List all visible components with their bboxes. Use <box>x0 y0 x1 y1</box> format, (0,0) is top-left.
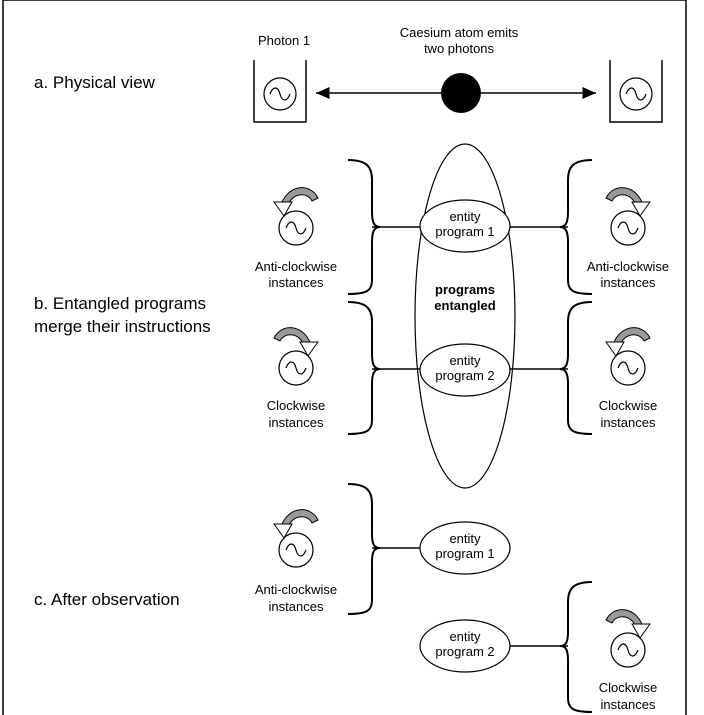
programs-entangled-line2: entangled <box>434 298 495 313</box>
section-c-label: c. After observation <box>34 590 180 609</box>
wave-circle-icon <box>610 350 646 386</box>
rotation-arrow-icon <box>273 187 319 217</box>
instances-label: instances <box>269 275 324 290</box>
rotation-arrow-icon <box>605 609 651 639</box>
atom-label-line2: two photons <box>424 41 495 56</box>
entity-program-1-line1: entity <box>449 531 481 546</box>
entity-program-1-line2: program 1 <box>435 224 494 239</box>
curly-brace-icon <box>559 301 593 435</box>
anticlockwise-label: Anti-clockwise <box>255 582 337 597</box>
wave-circle-icon <box>278 350 314 386</box>
wave-circle-icon <box>610 632 646 668</box>
wave-circle-icon <box>278 210 314 246</box>
section-b-label-line1: b. Entangled programs <box>34 294 206 313</box>
anticlockwise-instance-left <box>273 509 319 568</box>
atom-icon <box>441 73 481 113</box>
instances-label: instances <box>601 697 656 712</box>
rotation-arrow-icon <box>273 327 319 357</box>
photon-container-left <box>253 60 307 123</box>
entity-program-2-line1: entity <box>449 629 481 644</box>
clockwise-label: Clockwise <box>267 398 326 413</box>
clockwise-instance-left <box>273 327 319 386</box>
section-b-label-line2: merge their instructions <box>34 317 211 336</box>
entity-program-2-line2: program 2 <box>435 368 494 383</box>
clockwise-label: Clockwise <box>599 680 658 695</box>
atom-label-line1: Caesium atom emits <box>400 25 519 40</box>
clockwise-instance-right <box>605 609 651 668</box>
instances-label: instances <box>269 415 324 430</box>
curly-brace-icon <box>559 581 593 713</box>
curly-brace-icon <box>347 483 381 615</box>
programs-entangled-line1: programs <box>435 282 495 297</box>
wave-circle-icon <box>619 77 653 111</box>
photon-container-right <box>609 60 663 123</box>
entanglement-ellipse <box>414 143 516 489</box>
anticlockwise-label: Anti-clockwise <box>255 259 337 274</box>
entity-program-1-line1: entity <box>449 209 481 224</box>
section-a-label: a. Physical view <box>34 73 156 92</box>
instances-label: instances <box>601 415 656 430</box>
curly-brace-icon <box>347 159 381 295</box>
curly-brace-icon <box>347 301 381 435</box>
curly-brace-icon <box>559 159 593 295</box>
instances-label: instances <box>269 599 324 614</box>
rotation-arrow-icon <box>605 327 651 357</box>
entity-program-2-line1: entity <box>449 353 481 368</box>
photon-1-label: Photon 1 <box>258 33 310 48</box>
wave-circle-icon <box>610 210 646 246</box>
wave-circle-icon <box>278 532 314 568</box>
entity-program-1-line2: program 1 <box>435 546 494 561</box>
entity-program-2-node <box>419 343 511 397</box>
clockwise-instance-right <box>605 327 651 386</box>
rotation-arrow-icon <box>605 187 651 217</box>
clockwise-label: Clockwise <box>599 398 658 413</box>
entity-program-1-node <box>419 199 511 253</box>
anticlockwise-instance-left <box>273 187 319 246</box>
anticlockwise-label: Anti-clockwise <box>587 259 669 274</box>
instances-label: instances <box>601 275 656 290</box>
rotation-arrow-icon <box>273 509 319 539</box>
wave-circle-icon <box>263 77 297 111</box>
entity-program-2-line2: program 2 <box>435 644 494 659</box>
anticlockwise-instance-right <box>605 187 651 246</box>
